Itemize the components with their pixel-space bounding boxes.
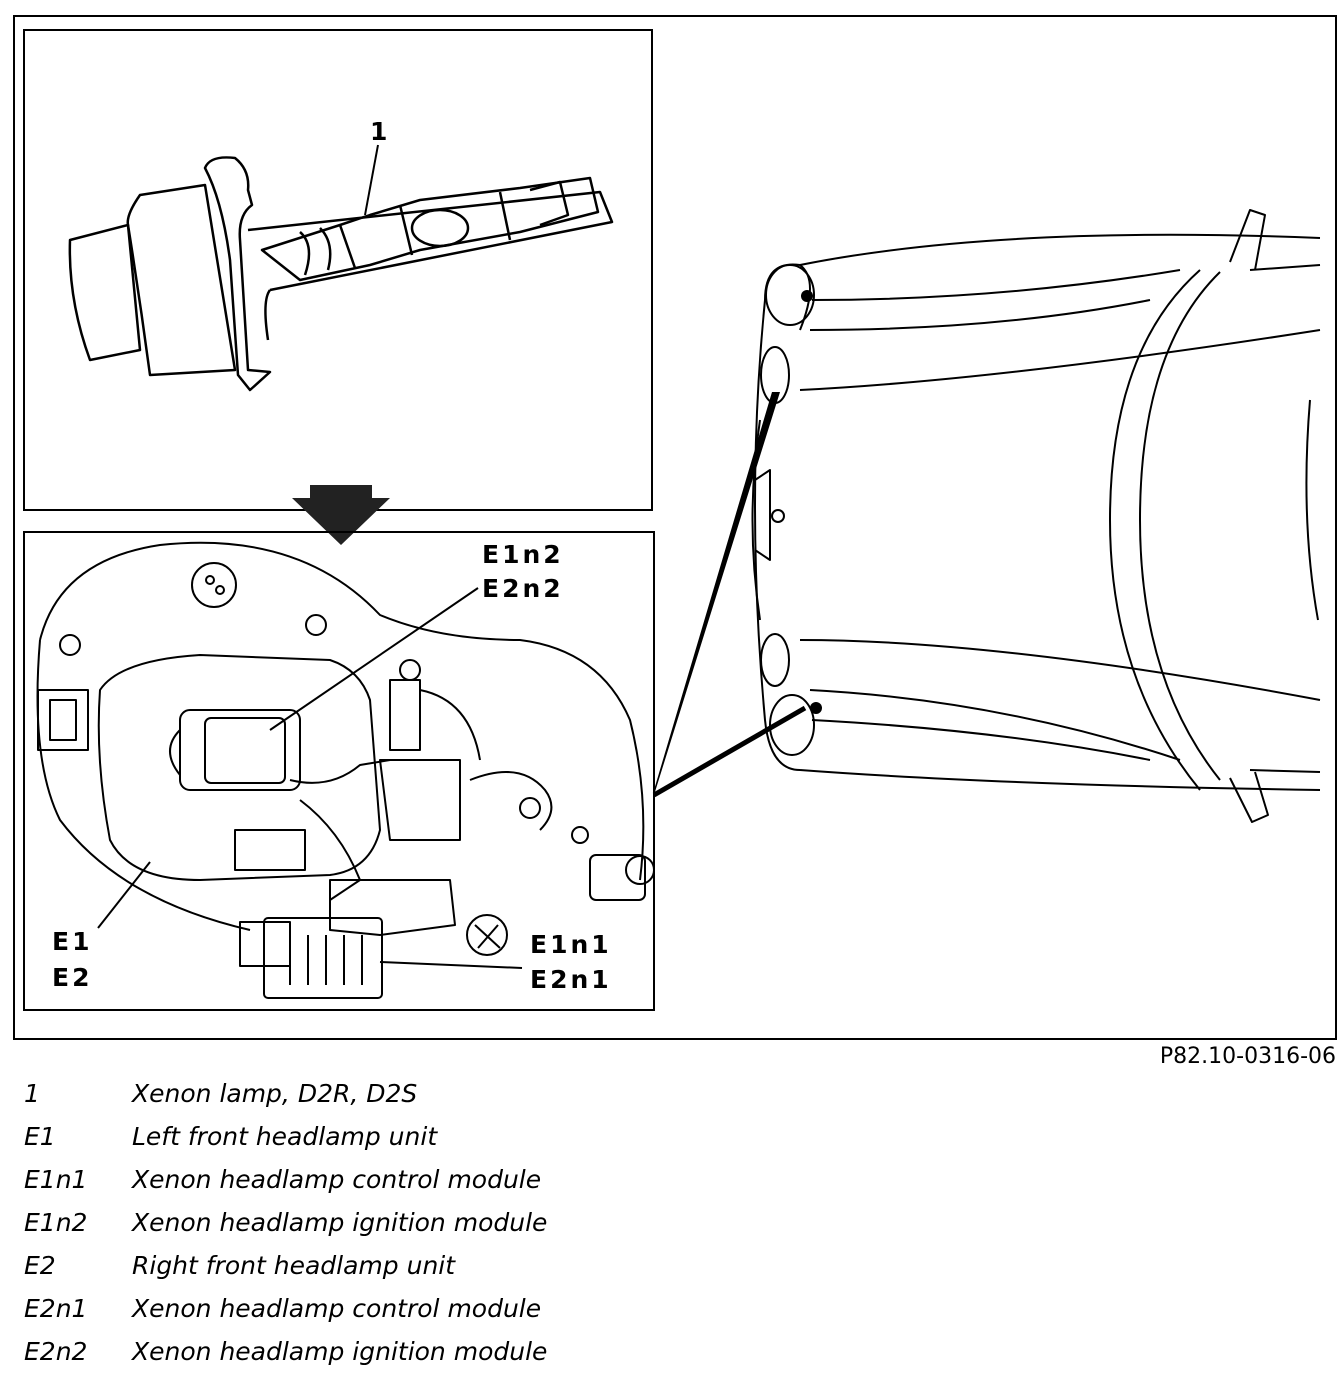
lamp-panel: 1: [23, 29, 653, 511]
legend-text: Xenon headlamp ignition module: [132, 1337, 548, 1366]
legend-code: E2n1: [24, 1294, 88, 1323]
legend-code: 1: [24, 1079, 40, 1108]
callout-lamp: 1: [370, 117, 390, 146]
callout-control-2: E2n1: [530, 965, 612, 994]
control-leader-line: [379, 961, 523, 969]
ignition-leader-line: [269, 587, 479, 731]
legend-item: E2n2 Xenon headlamp ignition module: [24, 1330, 724, 1373]
headlamp-unit-panel: E1n2 E2n2 E1 E2 E1n1 E2n1: [23, 531, 655, 1011]
legend-code: E1n1: [24, 1165, 88, 1194]
callout-headlamp-2: E2: [52, 963, 92, 992]
legend-item: E1n1 Xenon headlamp control module: [24, 1158, 724, 1201]
legend-text: Right front headlamp unit: [132, 1251, 456, 1280]
headlamp-unit-drawing: [36, 541, 655, 999]
down-arrow-icon: [292, 485, 390, 545]
lamp-leader-line: [364, 144, 379, 216]
callout-headlamp-1: E1: [52, 927, 92, 956]
callout-ignition-1: E1n2: [482, 540, 564, 569]
legend-item: 1 Xenon lamp, D2R, D2S: [24, 1072, 724, 1115]
legend-code: E1n2: [24, 1208, 88, 1237]
connector-wedge: [654, 392, 780, 795]
callout-control-1: E1n1: [530, 930, 612, 959]
diagram-figure: 1: [13, 15, 1337, 1040]
outer-frame: [13, 15, 1337, 1040]
left-headlamp-marker: [801, 290, 813, 302]
legend-item: E1n2 Xenon headlamp ignition module: [24, 1201, 724, 1244]
legend-item: E1 Left front headlamp unit: [24, 1115, 724, 1158]
legend: 1 Xenon lamp, D2R, D2S E1 Left front headla…: [24, 1072, 724, 1373]
xenon-lamp-drawing: [68, 156, 614, 392]
car-front-drawing: [751, 209, 1321, 823]
legend-text: Left front headlamp unit: [132, 1122, 438, 1151]
reference-code: P82.10-0316-06: [1159, 1044, 1336, 1069]
legend-code: E2n2: [24, 1337, 88, 1366]
legend-text: Xenon lamp, D2R, D2S: [132, 1079, 418, 1108]
headlamp-leader-line: [97, 861, 151, 929]
legend-text: Xenon headlamp control module: [132, 1165, 542, 1194]
right-headlamp-marker: [810, 702, 822, 714]
legend-code: E2: [24, 1251, 56, 1280]
legend-item: E2 Right front headlamp unit: [24, 1244, 724, 1287]
callout-ignition-2: E2n2: [482, 574, 564, 603]
legend-text: Xenon headlamp control module: [132, 1294, 542, 1323]
legend-item: E2n1 Xenon headlamp control module: [24, 1287, 724, 1330]
legend-code: E1: [24, 1122, 56, 1151]
legend-text: Xenon headlamp ignition module: [132, 1208, 548, 1237]
